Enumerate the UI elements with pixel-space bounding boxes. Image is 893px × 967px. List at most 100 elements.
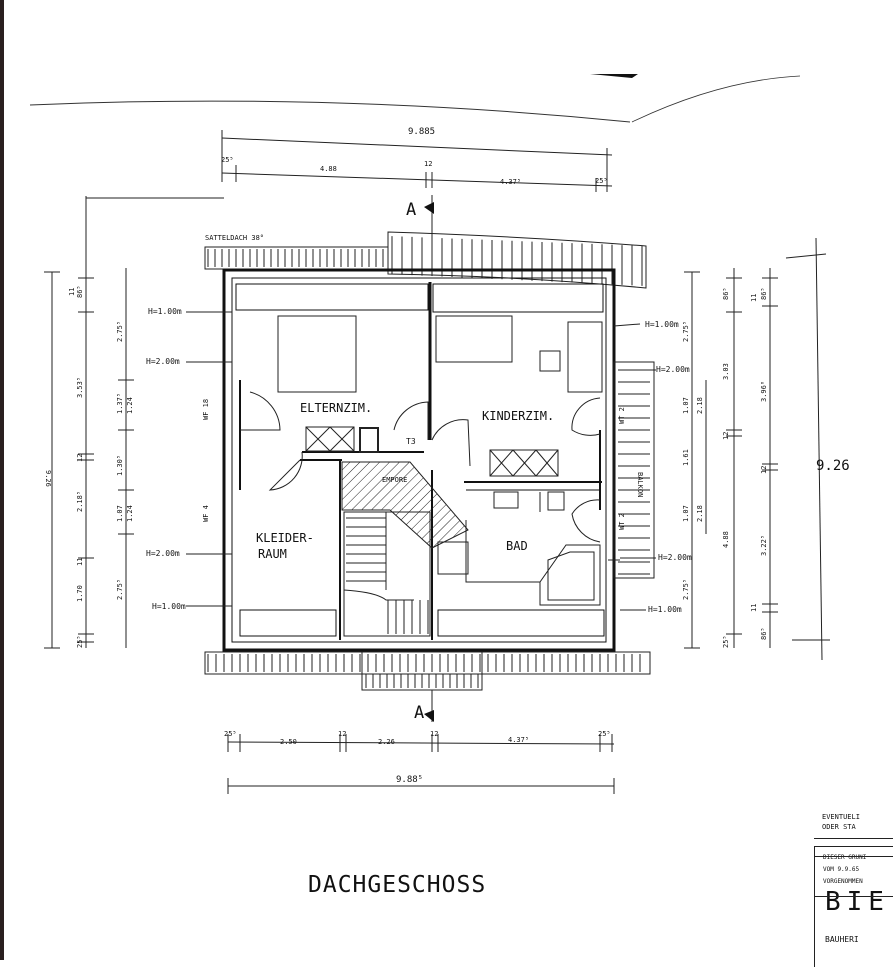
- dim-right-b4: 4.88: [722, 531, 730, 548]
- dim-right-c7: 86⁵: [760, 627, 768, 640]
- dim-top-2: 4.88: [320, 165, 337, 173]
- height-right-2: H=2.00m: [656, 365, 690, 374]
- title-block-divider: [814, 838, 893, 839]
- height-right-3: H=2.00m: [658, 553, 692, 562]
- drawing-title: DACHGESCHOSS: [308, 872, 487, 898]
- dim-left-a1: 11: [68, 288, 76, 296]
- roof-label: SATTELDACH 38°: [205, 234, 264, 242]
- label-wt2-bottom: WT 2: [618, 513, 626, 530]
- dim-bottom-6: 4.37⁵: [508, 736, 529, 744]
- room-label-bad: BAD: [506, 539, 528, 553]
- label-t3: T3: [406, 437, 416, 446]
- label-wf4: WF 4: [202, 505, 210, 522]
- height-right-1: H=1.00m: [645, 320, 679, 329]
- dim-top-4: 4.37⁵: [500, 178, 521, 186]
- dim-bottom-total: 9.88⁵: [396, 775, 423, 785]
- background-strokes: [29, 74, 801, 123]
- dim-right-c3: 3.96⁰: [760, 381, 768, 402]
- label-wt2-top: WT 2: [618, 407, 626, 424]
- title-block-line-1: EVENTUELI: [822, 813, 860, 821]
- dim-left-a3: 3.53⁵: [76, 377, 84, 398]
- balcony: [613, 361, 655, 579]
- dim-right-a3: 2.18: [696, 397, 704, 414]
- binding-edge: [0, 0, 4, 960]
- title-block: EVENTUELI ODER STA DIESER GRUNI VOM 9.9.…: [808, 812, 893, 967]
- title-block-divider: [814, 856, 893, 857]
- balcony-label: BALKON: [636, 472, 644, 497]
- top-dimensions: [221, 130, 613, 192]
- dim-bottom-3: 12: [338, 730, 346, 738]
- dim-left-total: 9.26: [44, 470, 52, 487]
- right-dimensions: [684, 237, 830, 661]
- dim-right-a6: 2.18: [696, 505, 704, 522]
- dim-left-b5: 1.07: [116, 505, 124, 522]
- roof-eave-top: [204, 231, 647, 289]
- dim-left-a2: 86⁵: [76, 285, 84, 298]
- building-walls: [222, 268, 616, 652]
- height-left-3: H=2.00m: [146, 549, 180, 558]
- dim-left-a8: 25⁵: [76, 635, 84, 648]
- dim-left-a7: 1.70: [76, 585, 84, 602]
- height-left-1: H=1.00m: [148, 307, 182, 316]
- title-block-line-4: VOM 9.9.65: [823, 866, 860, 873]
- dim-bottom-4: 2.26: [378, 738, 395, 746]
- dim-right-b2: 3.03: [722, 363, 730, 380]
- dim-bottom-7: 25⁵: [598, 730, 611, 738]
- dim-right-c1: 11: [750, 294, 758, 302]
- dim-left-a6: 11: [76, 558, 84, 566]
- bottom-dimensions: [227, 734, 615, 794]
- dim-right-a4: 1.61: [682, 449, 690, 466]
- dim-top-5: 25⁵: [595, 177, 608, 185]
- doors: [240, 391, 620, 561]
- title-block-line-2: ODER STA: [822, 823, 856, 831]
- title-block-line-5: VORGENOMMEN: [823, 878, 863, 885]
- room-label-kleiderraum-1: KLEIDER-: [256, 531, 314, 545]
- dim-right-b3: 12: [722, 432, 730, 440]
- label-wf18: WF 18: [202, 399, 210, 420]
- dim-bottom-1: 25⁵: [224, 730, 237, 738]
- dim-left-b3: 1.24: [126, 397, 134, 414]
- room-label-empore: EMPORE: [382, 476, 407, 484]
- room-label-kinderzim: KINDERZIM.: [482, 409, 554, 423]
- dim-left-a5: 2.18⁵: [76, 491, 84, 512]
- dim-bottom-2: 2.50: [280, 738, 297, 746]
- dim-left-a4: 12: [76, 454, 84, 462]
- dim-top-total: 9.885: [408, 127, 435, 137]
- dim-top-1: 25⁵: [221, 156, 234, 164]
- height-right-4: H=1.00m: [648, 605, 682, 614]
- dim-right-a7: 2.75⁵: [682, 579, 690, 600]
- room-label-kleiderraum-2: RAUM: [258, 547, 287, 561]
- dim-top-3: 12: [424, 160, 432, 168]
- section-label-top: A: [406, 200, 416, 220]
- dim-right-b5: 25⁵: [722, 635, 730, 648]
- furniture: [277, 315, 603, 606]
- dim-left-b7: 2.75⁵: [116, 579, 124, 600]
- dim-right-a2: 1.07: [682, 397, 690, 414]
- dim-right-b1: 86⁵: [722, 287, 730, 300]
- section-label-bottom: A: [414, 703, 424, 723]
- dim-right-c5: 3.22⁵: [760, 535, 768, 556]
- dim-right-a1: 2.75⁵: [682, 321, 690, 342]
- dim-left-b1: 2.75⁵: [116, 321, 124, 342]
- title-block-line-3: DIESER GRUNI: [823, 854, 867, 861]
- dim-right-c4: 12: [760, 466, 768, 474]
- title-block-frame: DIESER GRUNI VOM 9.9.65 VORGENOMMEN BIE …: [814, 846, 893, 967]
- dim-right-total: 9.26: [816, 458, 850, 474]
- dim-left-b2: 1.37⁵: [116, 393, 124, 414]
- left-dimensions: [44, 196, 224, 649]
- title-block-name: BIE: [825, 887, 890, 917]
- dim-left-b6: 1.24: [126, 505, 134, 522]
- dim-left-b4: 1.30⁵: [116, 455, 124, 476]
- section-marker-bottom: [424, 690, 434, 722]
- roof-eave-bottom: [204, 651, 651, 691]
- dim-right-a5: 1.07: [682, 505, 690, 522]
- dim-right-c6: 11: [750, 604, 758, 612]
- title-block-divider: [814, 896, 893, 897]
- staircase: [341, 461, 469, 637]
- title-block-line-6: BAUHERI: [825, 935, 859, 944]
- section-marker-top: [424, 195, 434, 238]
- height-left-4: H=1.00m: [152, 602, 186, 611]
- height-leaders: [186, 311, 656, 611]
- dim-bottom-5: 12: [430, 730, 438, 738]
